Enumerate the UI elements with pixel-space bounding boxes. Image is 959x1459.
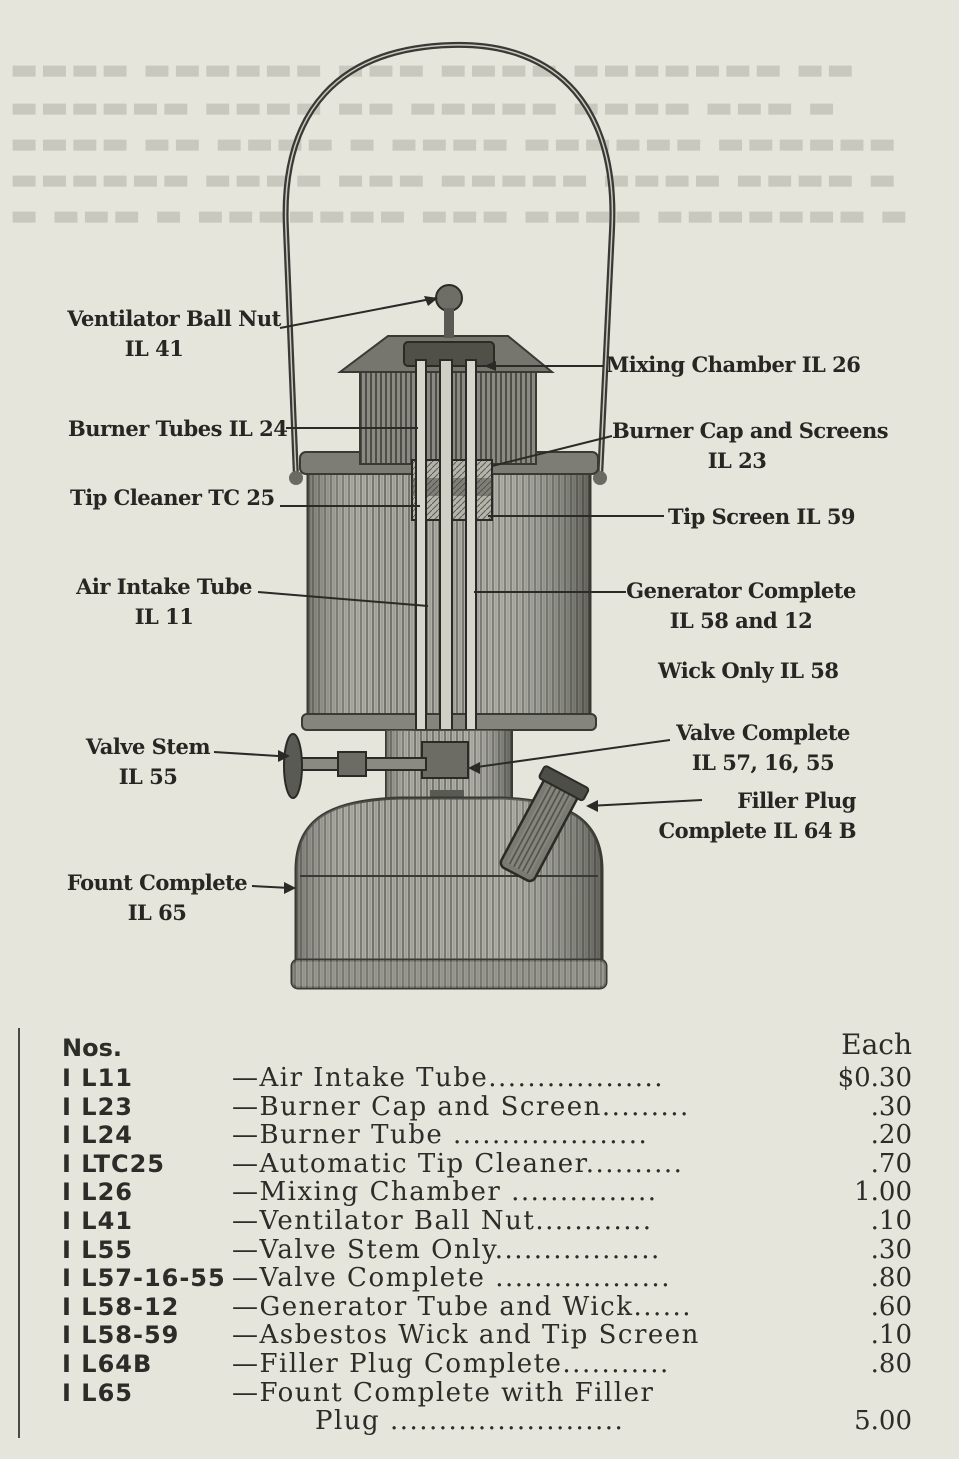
callout-air-intake-tube: Air Intake Tube IL 11 [76, 574, 252, 629]
table-row: I L58-59 —Asbestos Wick and Tip Screen .… [62, 1320, 912, 1351]
bleed-through-texture: ▬▬▬▬ ▬▬ ▬▬▬▬ ▬ ▬▬▬▬ ▬▬▬▬▬▬ ▬▬▬▬▬▬ [10, 126, 899, 161]
price-list-header: Nos. Each [20, 1028, 920, 1062]
callout-generator-complete: Generator Complete IL 58 and 12 [626, 578, 856, 633]
callout-tip-cleaner: Tip Cleaner TC 25 [70, 485, 275, 510]
filler-plug [499, 765, 590, 883]
table-row: I L65 —Fount Complete with Filler [62, 1377, 655, 1408]
callout-fount-complete: Fount Complete IL 65 [66, 870, 248, 925]
table-row: I L58-12 —Generator Tube and Wick...... … [62, 1291, 912, 1322]
header-nos: Nos. [62, 1034, 122, 1062]
table-row: I L24 —Burner Tube .................... … [62, 1120, 912, 1151]
callout-mixing-chamber: Mixing Chamber IL 26 [606, 352, 861, 377]
callout-valve-stem: Valve Stem IL 55 [85, 734, 211, 789]
callout-burner-cap-screens: Burner Cap and Screens IL 23 [612, 418, 889, 473]
table-row: I L23 —Burner Cap and Screen......... .3… [62, 1091, 912, 1122]
ventilator-ball-nut [435, 284, 463, 312]
table-row: I L64B —Filler Plug Complete........... … [62, 1349, 912, 1379]
callout-tip-screen: Tip Screen IL 59 [668, 504, 856, 529]
table-row: I LTC25 —Automatic Tip Cleaner..........… [62, 1148, 912, 1179]
table-row: I L55 —Valve Stem Only................. … [62, 1234, 912, 1265]
bleed-through-texture: ▬▬▬▬▬▬ ▬▬▬▬ ▬▬ ▬▬▬▬▬ ▬▬▬▬ ▬▬▬ ▬ [10, 90, 838, 125]
parts-price-list: Nos. Each I L11 —Air Intake Tube........… [18, 1028, 920, 1438]
callout-filler-plug: Filler Plug Complete IL 64 B [658, 788, 856, 843]
table-row: I L57-16-55 —Valve Complete ............… [62, 1263, 912, 1294]
lantern-illustration [213, 41, 703, 990]
valve-wheel [283, 733, 303, 799]
header-each: Each [841, 1028, 912, 1061]
callout-ventilator-ball-nut: Ventilator Ball Nut IL 41 [67, 306, 281, 361]
table-row: I L26 —Mixing Chamber ............... 1.… [62, 1177, 912, 1208]
table-row: I L41 —Ventilator Ball Nut............ .… [62, 1206, 912, 1236]
table-row: I L11 —Air Intake Tube..................… [62, 1063, 912, 1093]
callout-valve-complete: Valve Complete IL 57, 16, 55 [676, 720, 850, 775]
callout-burner-tubes: Burner Tubes IL 24 [68, 416, 288, 441]
bleed-through-texture: ▬▬▬▬ ▬▬▬▬▬▬ ▬▬▬ ▬▬▬▬ ▬▬▬▬▬▬▬ ▬▬ [10, 52, 857, 87]
callout-wick-only: Wick Only IL 58 [658, 658, 839, 683]
bleed-through-texture: ▬▬▬▬▬▬ ▬▬▬▬ ▬▬▬ ▬▬▬▬▬ ▬▬▬▬ ▬▬▬▬ ▬ [10, 162, 899, 197]
bleed-through-texture: ▬ ▬▬▬ ▬ ▬▬▬▬▬▬▬ ▬▬▬ ▬▬▬▬ ▬▬▬▬▬▬▬ ▬ [10, 198, 910, 233]
table-row-continuation: Plug ........................ 5.00 [315, 1406, 912, 1437]
